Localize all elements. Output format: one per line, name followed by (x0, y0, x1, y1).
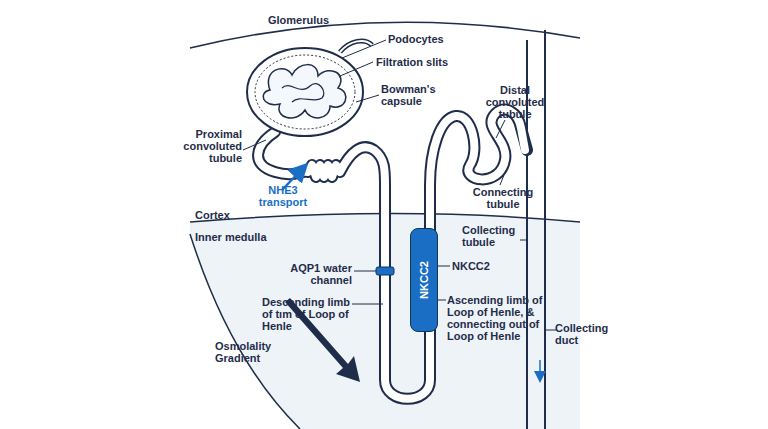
part-label: Descending limb of tım of Loop of Henle (262, 296, 354, 332)
part-label: Bowman's capsule (381, 83, 451, 107)
part-label: AQP1 water channel (280, 262, 352, 286)
nephron-tubule (258, 110, 527, 399)
glomerulus-symbol (247, 41, 372, 136)
part-label: Osmolality Gradient (215, 340, 287, 364)
flow-arrow (539, 360, 541, 380)
transporter-segment: NKCC2 (410, 228, 438, 332)
part-label: Proximal convoluted tubule (170, 128, 242, 164)
part-label: Distal convoluted tubule (478, 84, 552, 120)
transporter-label: NKCC2 (418, 261, 430, 299)
part-label: Collecting duct (555, 322, 617, 346)
part-label: Cortex (195, 209, 255, 221)
part-label: Filtration slits (376, 56, 476, 68)
part-label: NKCC2 (452, 260, 512, 272)
aqp1-channel (376, 267, 394, 275)
part-label: Podocytes (388, 33, 478, 45)
part-label: Glomerulus (268, 14, 358, 26)
leader-lines (243, 40, 556, 330)
kidney-outline (190, 22, 580, 48)
part-label: Inner medulla (195, 231, 285, 243)
part-label: NHE3 transport (252, 184, 314, 208)
part-label: Connecting tubule (470, 186, 536, 210)
part-label: Ascending limb of Loop of Henle, & conne… (447, 294, 559, 342)
part-label: Collecting tubule (462, 224, 524, 248)
